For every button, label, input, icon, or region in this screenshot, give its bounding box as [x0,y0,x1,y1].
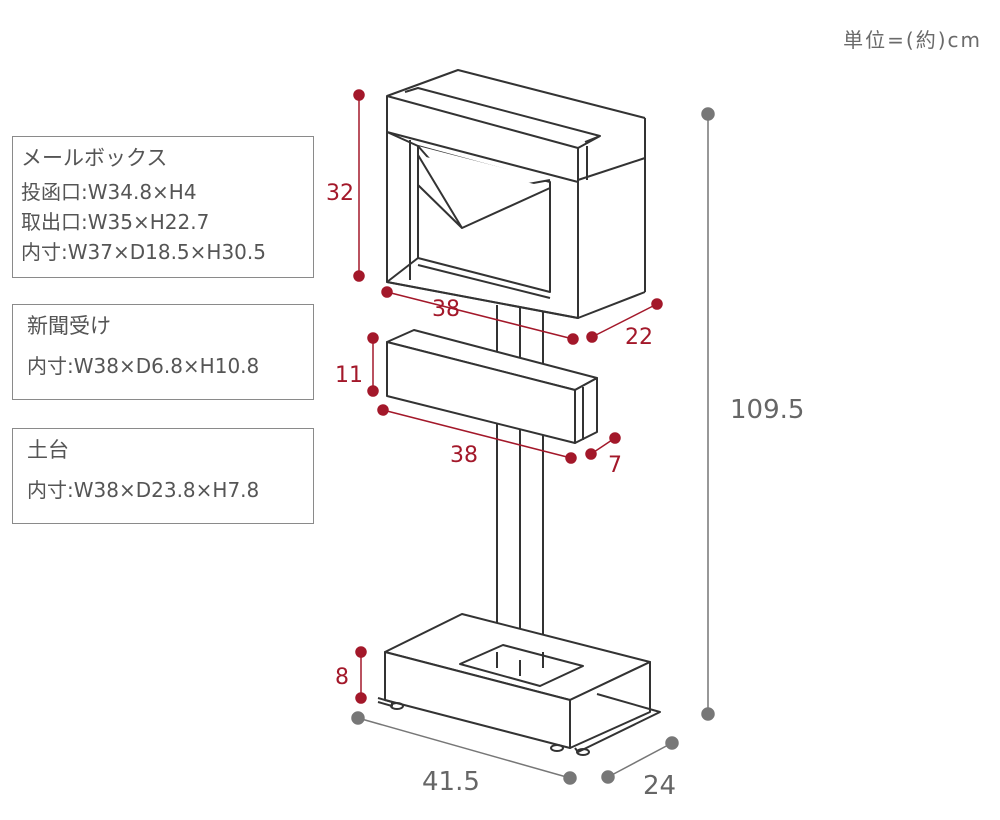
mailbox-spec-inner: 内寸:W37×D18.5×H30.5 [21,240,266,264]
dim-newspaper-depth [585,432,621,460]
base-spec-title: 土台 [27,438,69,462]
newspaper-spec-inner: 内寸:W38×D6.8×H10.8 [27,354,260,378]
label-newspaper-depth: 7 [608,453,622,478]
label-base-height: 8 [335,665,349,690]
dim-newspaper-height [367,332,379,397]
unit-label: 単位=(約)cm [843,28,982,52]
base-spec-inner: 内寸:W38×D23.8×H7.8 [27,478,260,502]
dim-mailbox-depth [586,298,663,343]
label-mailbox-width: 38 [432,297,460,322]
mailbox-spec-box: メールボックス 投函口:W34.8×H4 取出口:W35×H22.7 内寸:W3… [12,136,314,278]
mailbox-spec-title: メールボックス [21,146,168,170]
dim-mailbox-width [381,286,579,345]
label-base-depth: 24 [643,771,676,801]
dim-base-depth [601,736,679,784]
dim-total-height [701,107,715,721]
label-mailbox-depth: 22 [625,325,653,350]
mailbox-spec-slot: 投函口:W34.8×H4 [21,180,197,204]
label-total-height: 109.5 [730,395,804,425]
dim-mailbox-height [353,89,365,282]
newspaper-spec-title: 新聞受け [27,314,111,338]
dim-base-height [355,646,367,704]
mailbox-spec-door: 取出口:W35×H22.7 [21,210,210,234]
dim-newspaper-width [377,404,577,464]
base-spec-box: 土台 内寸:W38×D23.8×H7.8 [12,428,314,524]
label-newspaper-height: 11 [335,363,363,388]
label-mailbox-height: 32 [326,181,354,206]
dim-base-width [351,711,577,785]
label-base-width: 41.5 [422,767,480,797]
stand-base [377,613,661,756]
newspaper-holder [386,329,598,444]
label-newspaper-width: 38 [450,443,478,468]
newspaper-spec-box: 新聞受け 内寸:W38×D6.8×H10.8 [12,304,314,400]
mailbox-body [386,69,646,319]
